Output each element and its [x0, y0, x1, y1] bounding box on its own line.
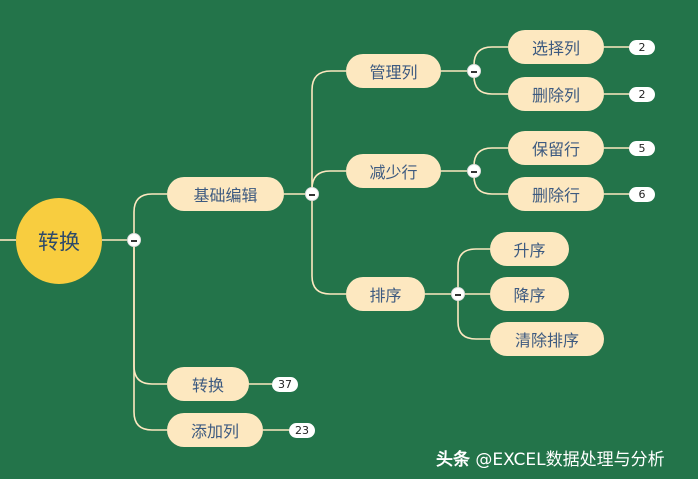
badge-tianjialie-count-text: 23 — [295, 424, 309, 437]
watermark: 头条 @EXCEL数据处理与分析 — [436, 445, 665, 470]
badge-xuanzelie-count[interactable]: 2 — [629, 40, 655, 55]
collapse-jianshaohang-icon[interactable] — [467, 164, 481, 178]
root-node[interactable]: 转换 — [16, 198, 102, 284]
badge-zhuanhuan-count[interactable]: 37 — [272, 377, 298, 392]
connector-l1-jidian — [133, 193, 167, 240]
node-shanchulie-label: 删除列 — [531, 86, 580, 105]
node-qingchupaixu[interactable]: 清除排序 — [490, 322, 604, 356]
watermark-text: @EXCEL数据处理与分析 — [470, 450, 665, 470]
collapse-jichu-bianji-icon[interactable] — [305, 187, 319, 201]
node-jiangxu[interactable]: 降序 — [490, 277, 569, 311]
node-shengxu[interactable]: 升序 — [490, 232, 569, 266]
connector-l1-tianjialie — [133, 240, 167, 431]
badge-shanchulie-count-text: 2 — [638, 88, 646, 101]
connector-l3-shengxu — [457, 248, 490, 294]
badge-shanchuhang-count-text: 6 — [638, 188, 646, 201]
connector-l3-qingchu — [457, 294, 490, 340]
node-guanlilie-label: 管理列 — [369, 63, 418, 82]
node-xuanzelie[interactable]: 选择列 — [508, 30, 604, 64]
badge-shanchuhang-count[interactable]: 6 — [629, 187, 655, 202]
badge-baoliuhang-count[interactable]: 5 — [629, 141, 655, 156]
connector-l2-paixu — [311, 194, 346, 295]
node-baoliuhang[interactable]: 保留行 — [508, 131, 604, 165]
watermark-prefix: 头条 — [436, 450, 470, 470]
node-shanchulie[interactable]: 删除列 — [508, 77, 604, 111]
node-jichu-bianji-label: 基础编辑 — [193, 186, 258, 205]
badge-zhuanhuan-count-text: 37 — [278, 378, 292, 391]
node-jichu-bianji[interactable]: 基础编辑 — [167, 177, 284, 211]
node-guanlilie[interactable]: 管理列 — [346, 54, 441, 88]
node-zhuanhuan[interactable]: 转换 — [167, 367, 249, 401]
badge-shanchulie-count[interactable]: 2 — [629, 87, 655, 102]
node-baoliuhang-label: 保留行 — [531, 140, 580, 159]
node-jianshaohang-label: 减少行 — [369, 163, 418, 182]
node-paixu[interactable]: 排序 — [346, 277, 425, 311]
node-tianjialie-label: 添加列 — [190, 422, 239, 441]
connector-l2-guanli — [311, 70, 346, 194]
node-tianjialie[interactable]: 添加列 — [167, 413, 263, 447]
badge-baoliuhang-count-text: 5 — [638, 142, 646, 155]
collapse-root-icon[interactable] — [127, 233, 141, 247]
node-zhuanhuan-label: 转换 — [191, 376, 224, 395]
node-shanchuhang[interactable]: 删除行 — [508, 177, 604, 211]
badge-tianjialie-count[interactable]: 23 — [289, 423, 315, 438]
node-qingchupaixu-label: 清除排序 — [514, 331, 579, 350]
connector-l1-zhuanhuan — [133, 240, 167, 385]
collapse-paixu-icon[interactable] — [451, 287, 465, 301]
node-xuanzelie-label: 选择列 — [531, 39, 580, 58]
badge-xuanzelie-count-text: 2 — [638, 41, 646, 54]
node-shanchuhang-label: 删除行 — [531, 186, 580, 205]
node-paixu-label: 排序 — [369, 286, 402, 305]
root-label: 转换 — [38, 230, 80, 254]
node-jiangxu-label: 降序 — [513, 286, 546, 305]
collapse-guanlilie-icon[interactable] — [467, 64, 481, 78]
node-shengxu-label: 升序 — [513, 241, 546, 260]
node-jianshaohang[interactable]: 减少行 — [346, 154, 441, 188]
